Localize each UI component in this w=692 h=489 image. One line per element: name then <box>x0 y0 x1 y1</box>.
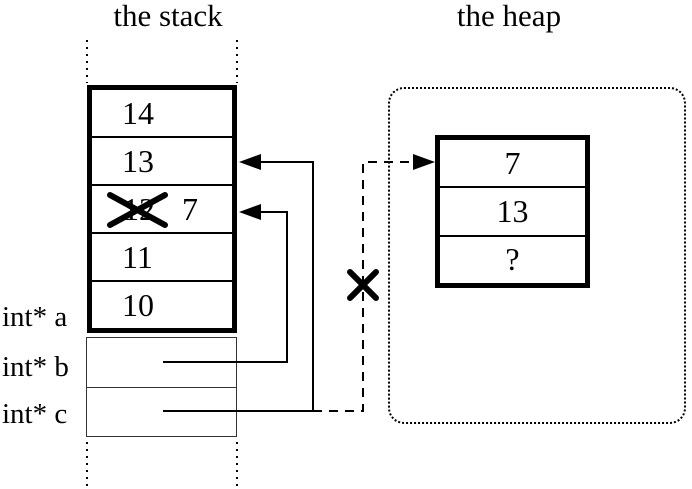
stack-cell-overwritten: 12 7 <box>92 184 232 232</box>
stack-cell: 10 <box>92 280 232 328</box>
stack-cell-value: 10 <box>122 286 154 323</box>
stack-cell-value: 14 <box>122 94 154 131</box>
pointer-cell-b <box>87 338 236 387</box>
stack-cell-old-value: 12 <box>123 190 155 227</box>
stack-cell: 14 <box>92 90 232 136</box>
stack-cell-value: 11 <box>122 238 153 275</box>
heap-cell: 7 <box>440 140 585 186</box>
stack-title: the stack <box>113 0 223 33</box>
pointer-label-b: int* b <box>2 351 69 383</box>
pointer-b-arrowhead-icon <box>239 204 261 220</box>
pointer-label-c: int* c <box>2 398 68 430</box>
pointer-label-a: int* a <box>2 301 68 333</box>
stack-cell-value: 13 <box>122 142 154 179</box>
heap-cell-value: 7 <box>504 144 521 181</box>
stack-frame-box: 14 13 12 7 11 10 <box>87 85 237 333</box>
pointer-cell-c <box>87 386 236 437</box>
stack-cell: 11 <box>92 232 232 280</box>
heap-cell-value: 13 <box>496 192 529 229</box>
heap-title: the heap <box>456 0 562 33</box>
heap-cell-value: ? <box>505 241 520 278</box>
pointer-variable-cells <box>86 337 237 437</box>
pointer-c-arrowhead-icon <box>239 154 261 170</box>
stack-cell-new-value: 7 <box>182 190 198 227</box>
heap-cell: 13 <box>440 186 585 234</box>
heap-cell: ? <box>440 234 585 283</box>
severed-pointer-x-icon <box>347 269 379 301</box>
stack-cell: 13 <box>92 136 232 184</box>
heap-block-box: 7 13 ? <box>435 135 590 288</box>
